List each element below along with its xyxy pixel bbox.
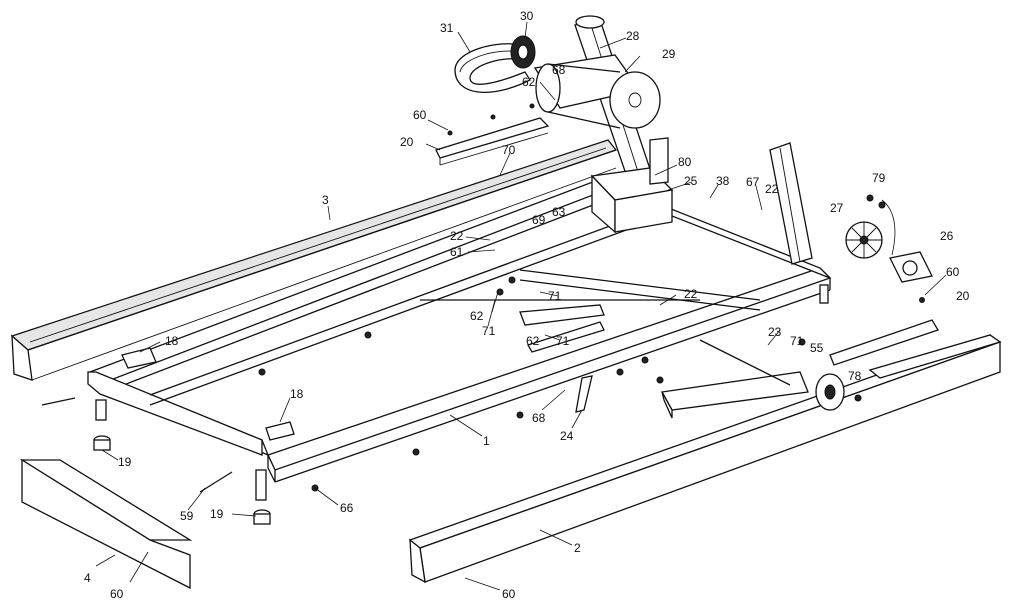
callout-62-middle: 62 bbox=[470, 309, 484, 323]
callout-31: 31 bbox=[440, 21, 454, 35]
callout-28: 28 bbox=[626, 29, 640, 43]
callout-labels: 31 30 28 29 68 62 60 20 70 3 80 25 38 67… bbox=[84, 9, 970, 601]
callout-19-right: 19 bbox=[210, 507, 224, 521]
callout-68-upper: 68 bbox=[552, 63, 566, 77]
callout-60-lower-left: 60 bbox=[110, 587, 124, 601]
callout-70: 70 bbox=[502, 143, 516, 157]
callout-3: 3 bbox=[322, 193, 329, 207]
fasteners bbox=[41, 103, 925, 493]
callout-71-upper: 71 bbox=[548, 289, 562, 303]
drive-belt-and-pulley bbox=[454, 35, 536, 93]
callout-79: 79 bbox=[872, 171, 886, 185]
callout-71-middle: 71 bbox=[482, 324, 496, 338]
callout-29: 29 bbox=[662, 47, 676, 61]
callout-1: 1 bbox=[483, 434, 490, 448]
callout-60-right: 60 bbox=[946, 265, 960, 279]
lever-arm-23 bbox=[660, 339, 845, 419]
callout-66: 66 bbox=[340, 501, 354, 515]
callout-19-left: 19 bbox=[118, 455, 132, 469]
callout-20-right: 20 bbox=[956, 289, 970, 303]
upright-post-right bbox=[769, 142, 813, 265]
callout-23: 23 bbox=[768, 325, 782, 339]
callout-4: 4 bbox=[84, 571, 91, 585]
side-rail-right bbox=[408, 334, 1002, 584]
fan-and-motor bbox=[845, 199, 933, 283]
motor-block bbox=[590, 137, 674, 234]
block-18-lower bbox=[265, 421, 295, 441]
callout-60-upper: 60 bbox=[413, 108, 427, 122]
callout-59: 59 bbox=[180, 509, 194, 523]
bracket-20-left bbox=[435, 117, 550, 166]
bracket-24 bbox=[519, 304, 605, 413]
callout-18-upper: 18 bbox=[165, 334, 179, 348]
end-cap-4 bbox=[19, 458, 193, 590]
callout-30: 30 bbox=[520, 9, 534, 23]
callout-27: 27 bbox=[830, 201, 844, 215]
foot-19-left bbox=[93, 435, 111, 451]
foot-19-right bbox=[253, 509, 271, 525]
main-frame bbox=[87, 178, 832, 501]
callout-18-lower: 18 bbox=[290, 387, 304, 401]
callout-2: 2 bbox=[574, 541, 581, 555]
leader-lines bbox=[95, 21, 947, 591]
callout-68-lower: 68 bbox=[532, 411, 546, 425]
callout-71-right: 71 bbox=[790, 334, 804, 348]
callout-61: 61 bbox=[450, 245, 464, 259]
callout-62-lower: 62 bbox=[526, 334, 540, 348]
callout-71-lower: 71 bbox=[556, 334, 570, 348]
callout-62-upper: 62 bbox=[522, 75, 536, 89]
side-rail-left bbox=[10, 139, 618, 381]
callout-22-right: 22 bbox=[765, 182, 779, 196]
block-18-upper bbox=[121, 347, 157, 369]
roller-assembly bbox=[533, 15, 661, 181]
callout-38: 38 bbox=[716, 174, 730, 188]
callout-24: 24 bbox=[560, 429, 574, 443]
callout-63: 63 bbox=[552, 205, 566, 219]
callout-69: 69 bbox=[532, 213, 546, 227]
callout-78: 78 bbox=[848, 369, 862, 383]
callout-20-left: 20 bbox=[400, 135, 414, 149]
callout-25: 25 bbox=[684, 174, 698, 188]
callout-60-bottom: 60 bbox=[502, 587, 516, 601]
callout-55: 55 bbox=[810, 341, 824, 355]
bracket-20-right bbox=[829, 319, 939, 366]
callout-22-lower: 22 bbox=[684, 287, 698, 301]
callout-22-center: 22 bbox=[450, 229, 464, 243]
callout-67: 67 bbox=[746, 175, 760, 189]
callout-26: 26 bbox=[940, 229, 954, 243]
callout-80: 80 bbox=[678, 155, 692, 169]
